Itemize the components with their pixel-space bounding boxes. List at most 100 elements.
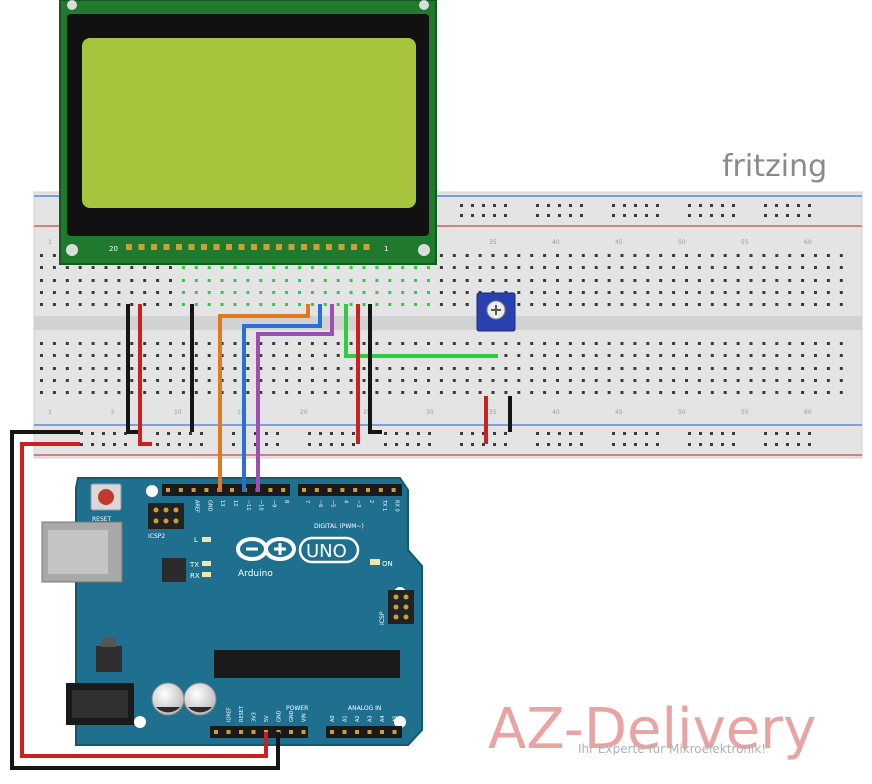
terminal-hole [788,367,792,370]
terminal-hole [710,354,714,357]
terminal-hole [723,354,727,357]
rail-hole [536,443,539,446]
arduino-uno-board: RESET ICSP2 L TX RX ON UNO [41,477,423,746]
terminal-hole [169,342,172,345]
header-pin [214,730,218,734]
lcd-pin [363,244,370,250]
terminal-hole [272,303,276,306]
digital-pin-label: 13 [219,500,225,506]
terminal-hole [414,391,418,394]
terminal-hole [672,367,676,370]
column-number-bottom: 1 [48,409,52,416]
terminal-hole [633,254,637,257]
terminal-hole [517,367,521,370]
terminal-hole [491,254,495,257]
wire-green-contrast[interactable] [344,304,498,358]
reset-button[interactable] [98,489,114,505]
terminal-hole [814,254,817,257]
terminal-hole [336,354,340,357]
rail-hole [721,443,724,446]
wire-red-left[interactable] [138,304,152,446]
rail-hole [91,443,94,446]
terminal-hole [323,379,327,382]
terminal-hole [130,367,134,370]
terminal-hole [439,367,443,370]
terminal-hole [788,291,792,294]
terminal-hole [633,342,637,345]
terminal-hole [194,367,198,370]
terminal-hole [143,391,147,394]
wire-red-5v-arduino[interactable] [20,442,268,758]
terminal-hole [568,254,572,257]
power-header-block [210,726,308,738]
arduino-infinity-logo [236,537,296,561]
terminal-hole [736,303,740,306]
terminal-hole [801,279,805,282]
lcd-pin [201,244,207,250]
header-pin [340,488,345,492]
terminal-hole [581,254,585,257]
terminal-hole [775,367,779,370]
terminal-hole [220,367,224,370]
terminal-hole [169,367,172,370]
rail-hole [656,443,659,446]
terminal-hole [52,303,56,306]
terminal-hole [736,379,740,382]
rail-hole [482,432,485,435]
power-pin-label: 5V [264,715,270,722]
terminal-hole [594,303,598,306]
terminal-hole [78,391,82,394]
rail-hole [460,432,463,435]
wire-black-left[interactable] [126,304,138,434]
rail-hole [200,443,203,446]
terminal-hole [220,379,224,382]
terminal-hole [568,379,572,382]
wire-purple-cs[interactable] [256,304,334,492]
potentiometer[interactable] [476,292,516,332]
rail-hole [786,432,789,435]
wire-black-gnd-arduino[interactable] [10,430,280,770]
rail-hole [797,443,800,446]
terminal-hole [220,391,224,394]
terminal-hole [246,266,250,269]
rail-hole [113,443,116,446]
analog-header-block [326,726,402,738]
terminal-hole [130,291,134,294]
terminal-hole [620,279,624,282]
terminal-hole [246,367,250,370]
terminal-hole [607,266,611,269]
rail-hole [710,432,713,435]
wire-blue-mosi[interactable] [242,304,322,492]
terminal-hole [801,291,805,294]
terminal-hole [568,291,572,294]
terminal-hole [220,291,224,294]
terminal-hole [633,391,637,394]
terminal-hole [143,379,147,382]
rail-hole [547,432,550,435]
terminal-hole [465,342,469,345]
digital-pin-label: GND [206,500,212,512]
terminal-hole [491,342,495,345]
digital-pin-label: AREF [194,500,200,513]
rail-hole [623,204,626,207]
terminal-hole [169,266,172,269]
terminal-hole [414,303,418,306]
terminal-hole [788,391,792,394]
terminal-hole [272,354,276,357]
wire-black-gnd[interactable] [368,304,382,434]
terminal-hole [478,254,482,257]
terminal-hole [762,367,766,370]
terminal-hole [181,266,185,269]
terminal-hole [543,354,547,357]
terminal-hole [78,279,82,282]
terminal-hole [581,266,585,269]
header-pin [191,488,196,492]
wire-orange-sclk[interactable] [218,304,310,492]
terminal-hole [543,342,547,345]
rail-hole [254,443,257,446]
terminal-hole [427,367,430,370]
terminal-hole [543,303,547,306]
terminal-hole [543,254,547,257]
rail-hole [276,432,279,435]
rail-hole [580,432,583,435]
